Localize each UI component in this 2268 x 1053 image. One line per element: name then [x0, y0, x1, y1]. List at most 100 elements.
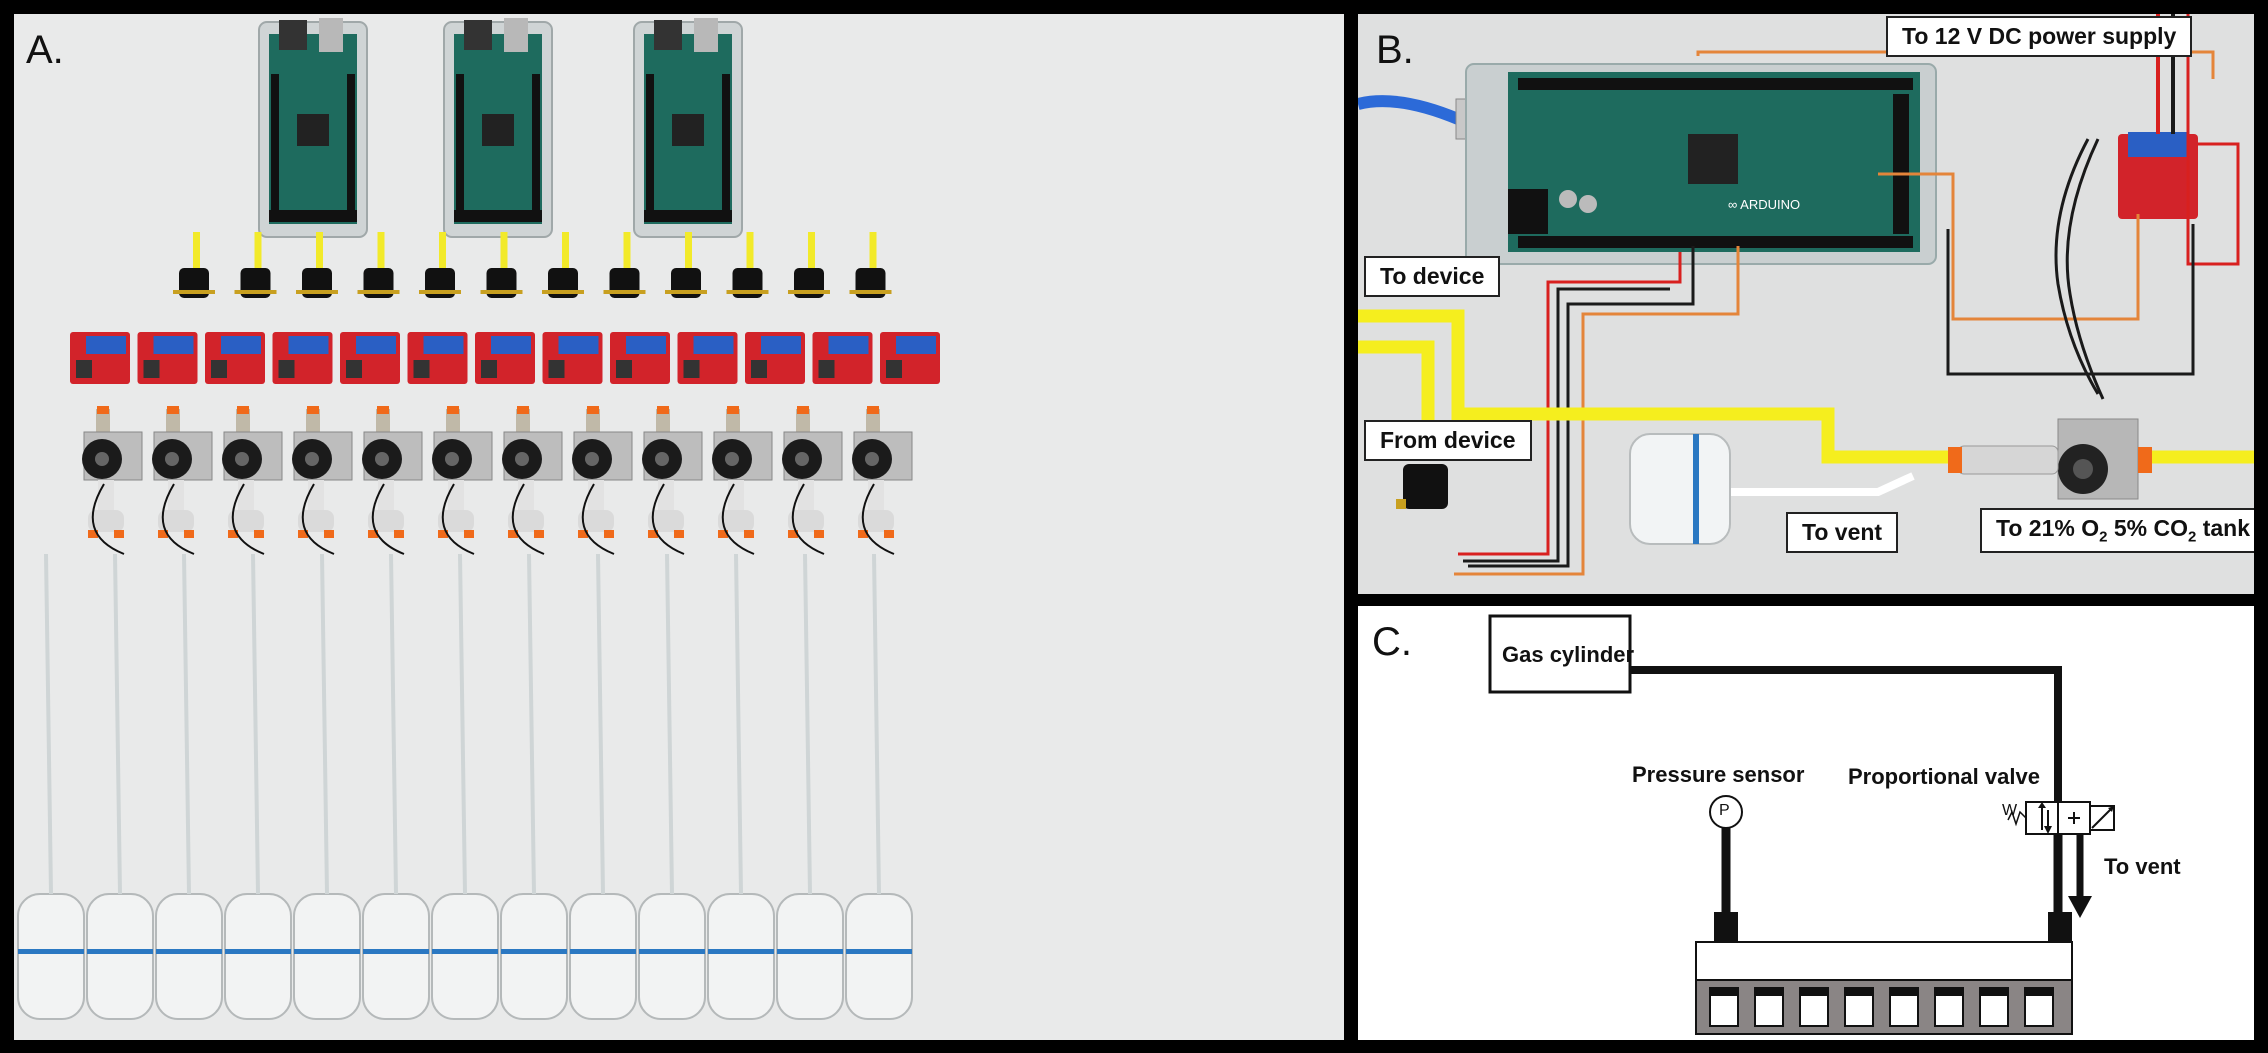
manifold-well: [1889, 987, 1919, 1027]
humidifier-chamber: [776, 553, 844, 1020]
panel-c-letter: C.: [1372, 620, 1412, 664]
mosfet-driver: [70, 332, 130, 384]
vent-arrow: [2068, 896, 2092, 918]
label-gas-tank-mid: 5% CO: [2107, 515, 2188, 541]
label-power-supply: To 12 V DC power supply: [1886, 16, 2193, 57]
manifold-well: [1754, 987, 1784, 1027]
panel-b-illustration: ∞ ARDUINO: [1358, 14, 2254, 576]
mcu-chip: [1688, 134, 1738, 184]
label-proportional-valve: Proportional valve: [1848, 764, 2040, 789]
schematic-diagram: [1488, 614, 2115, 1035]
solenoid-valve: [362, 406, 423, 555]
humidifier-chamber: [293, 553, 361, 1020]
mosfet-driver: [407, 332, 468, 384]
manifold-base: [1695, 979, 2073, 1035]
manifold-well: [1934, 987, 1964, 1027]
label-gas-tank-suffix: tank: [2196, 515, 2251, 541]
humidifier-chamber: [707, 553, 775, 1020]
mosfet-driver: [745, 332, 805, 384]
humidifier-chamber: [86, 553, 154, 1020]
label-gas-tank-prefix: To 21% O: [1996, 515, 2100, 541]
sensor-symbol-letter: P: [1719, 802, 1730, 819]
valve-spring-label: W: [2002, 802, 2018, 819]
pressure-sensors: [173, 232, 892, 298]
manifold-well: [1709, 987, 1739, 1027]
humidifier-chamber: [500, 553, 568, 1020]
solenoid-valve: [432, 406, 493, 555]
manifold-well: [1844, 987, 1874, 1027]
label-to-device: To device: [1364, 256, 1501, 297]
panel-a-letter: A.: [26, 28, 64, 72]
humidifier-chamber: [638, 553, 706, 1020]
humidifier-chamber: [362, 553, 430, 1020]
mosfet-driver: [677, 332, 738, 384]
yellow-tube: [1358, 309, 2254, 464]
humidifier-chambers: [17, 553, 913, 1020]
manifold-well: [1799, 987, 1829, 1027]
usb-cable: [1358, 95, 1461, 125]
pressure-sensor: [173, 232, 215, 298]
panel-a-illustration: [17, 18, 940, 1020]
pressure-sensor: [234, 232, 277, 298]
svg-text:∞ ARDUINO: ∞ ARDUINO: [1728, 197, 1800, 212]
label-gas-cylinder: Gas cylinder: [1502, 642, 1635, 667]
mosfet-driver: [272, 332, 333, 384]
mosfet-driver: [340, 332, 400, 384]
pressure-sensor: [788, 232, 830, 298]
humidifier-chamber: [155, 553, 223, 1020]
humidifier-chamber: [1629, 433, 1731, 545]
arduino-boards: [258, 18, 743, 238]
pressure-sensor: [542, 232, 584, 298]
mosfet-driver: [610, 332, 670, 384]
solenoid-valve: [782, 406, 843, 555]
pressure-sensor: [603, 232, 646, 298]
mosfet-driver: [812, 332, 873, 384]
solenoid-valve: [222, 406, 283, 555]
panel-a-photo: A.: [14, 14, 1344, 1040]
label-to-vent-schematic: To vent: [2104, 854, 2181, 879]
manifold-well: [1979, 987, 2009, 1027]
label-pressure-sensor: Pressure sensor: [1632, 762, 1805, 787]
mosfet-driver: [205, 332, 265, 384]
solenoid-valve: [152, 406, 213, 555]
mosfet-driver: [542, 332, 603, 384]
proportional-valve-symbol: [2007, 801, 2115, 835]
mosfet-drivers: [70, 332, 940, 384]
solenoid-valves: [82, 406, 913, 555]
solenoid-valve: [502, 406, 563, 555]
mosfet-driver: [475, 332, 535, 384]
pressure-sensor: [357, 232, 400, 298]
solenoid-valve: [712, 406, 773, 555]
panel-b-letter: B.: [1376, 28, 1414, 72]
humidifier-chamber: [17, 553, 85, 1020]
solenoid-valve: [852, 406, 913, 555]
humidifier-chamber: [431, 553, 499, 1020]
gas-cylinder-box: [1488, 614, 1632, 694]
manifold-well: [2024, 987, 2054, 1027]
label-gas-tank-sub1: 2: [2099, 528, 2108, 546]
panel-b-photo: ∞ ARDUINO B. To 12 V DC: [1358, 14, 2254, 594]
pressure-sensor: [849, 232, 892, 298]
manifold: [1695, 941, 2073, 981]
arduino-board: [258, 18, 368, 238]
manifold-wells: [1709, 987, 2054, 1027]
pressure-sensor: [665, 232, 707, 298]
arduino-board: [443, 18, 553, 238]
solenoid-valve: [572, 406, 633, 555]
humidifier-chamber: [569, 553, 637, 1020]
label-gas-tank: To 21% O2 5% CO2 tank: [1980, 508, 2254, 553]
solenoid-valve: [642, 406, 703, 555]
arduino-board: [633, 18, 743, 238]
pressure-sensor: [480, 232, 523, 298]
vent-tube: [1698, 472, 1915, 496]
mosfet-driver: [137, 332, 198, 384]
power-jack: [1508, 189, 1548, 234]
solenoid-valve: [82, 406, 143, 555]
solenoid-valve: [292, 406, 353, 555]
humidifier-chamber: [224, 553, 292, 1020]
gas-supply-line: [1630, 666, 2062, 802]
terminal-block: [2128, 132, 2188, 157]
pressure-sensor: [419, 232, 461, 298]
pressure-sensor: [1403, 464, 1448, 509]
humidifier-chamber: [845, 553, 913, 1020]
